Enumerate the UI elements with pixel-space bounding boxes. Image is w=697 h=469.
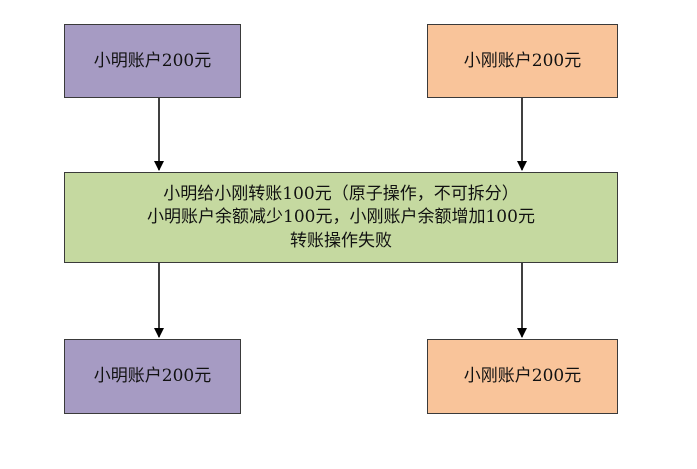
transfer-result-line: 转账操作失败	[290, 230, 392, 251]
transfer-description-line: 小明给小刚转账100元（原子操作，不可拆分）	[163, 183, 519, 204]
xiaogang-account-after-label: 小刚账户200元	[463, 366, 582, 387]
xiaoming-account-before-box: 小明账户200元	[64, 24, 241, 98]
xiaoming-account-after-label: 小明账户200元	[93, 366, 212, 387]
xiaoming-account-before-label: 小明账户200元	[93, 50, 212, 71]
xiaogang-account-after-box: 小刚账户200元	[427, 339, 618, 414]
xiaoming-account-after-box: 小明账户200元	[64, 339, 241, 414]
xiaogang-account-before-box: 小刚账户200元	[427, 24, 618, 98]
transfer-operation-box: 小明给小刚转账100元（原子操作，不可拆分） 小明账户余额减少100元，小刚账户…	[64, 172, 618, 263]
xiaogang-account-before-label: 小刚账户200元	[463, 50, 582, 71]
balance-change-line: 小明账户余额减少100元，小刚账户余额增加100元	[147, 207, 535, 228]
